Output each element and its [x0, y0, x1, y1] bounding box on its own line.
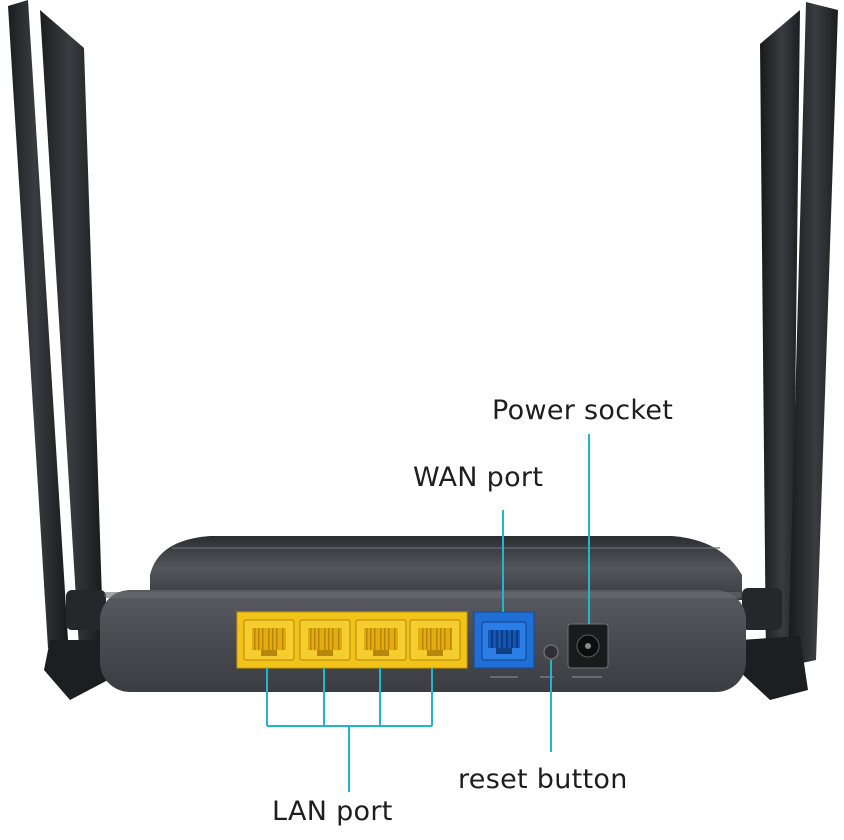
callout-lines: [266, 434, 590, 792]
antenna-left-back: [8, 0, 68, 648]
antenna-right-front: [788, 2, 838, 666]
right-antennas: [738, 2, 838, 700]
router-top-face: [150, 536, 742, 600]
lan-ports: [236, 611, 468, 669]
antenna-left-hinge: [44, 640, 108, 700]
lan-port-3: [355, 619, 407, 661]
wan-port-label: WAN port: [413, 462, 544, 493]
lan-port-4: [409, 619, 461, 661]
lan-port-2: [299, 619, 351, 661]
reset-button: [543, 644, 559, 660]
antenna-right-hinge: [738, 636, 808, 700]
lan-port-label: LAN port: [272, 796, 393, 827]
lan-port-1: [243, 619, 295, 661]
antenna-left-front: [40, 10, 104, 664]
left-antennas: [8, 0, 108, 700]
power-socket-label: Power socket: [492, 395, 674, 426]
wan-port: [473, 611, 535, 669]
power-socket: [567, 623, 609, 669]
antenna-right-back: [760, 10, 800, 660]
reset-button-label: reset button: [458, 764, 628, 795]
